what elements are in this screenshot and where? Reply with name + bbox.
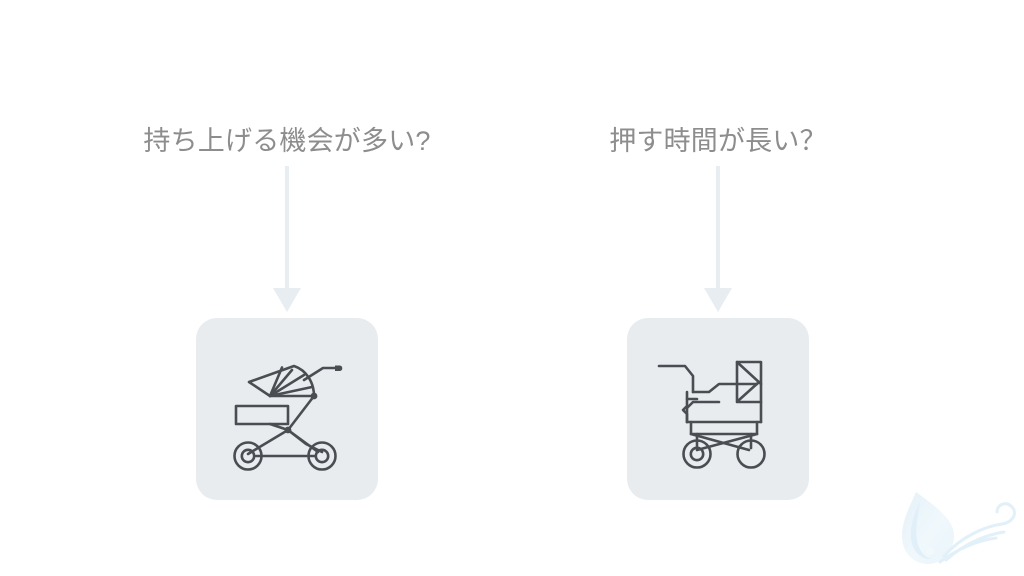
down-arrow-icon-2 — [698, 166, 738, 314]
stroller-pushchair-icon — [233, 364, 343, 471]
stroller-pram-icon — [657, 360, 766, 469]
down-arrow-icon-1 — [267, 166, 307, 314]
choice-column-2: 押す時間が長い？ — [568, 0, 868, 576]
water-droplet-leaf-watermark — [898, 478, 1022, 576]
icon-card-2[interactable] — [627, 318, 809, 500]
icon-card-1[interactable] — [196, 318, 378, 500]
question-caption-2: 押す時間が長い？ — [609, 126, 827, 156]
question-caption-1: 持ち上げる機会が多い? — [143, 126, 431, 156]
choice-column-1: 持ち上げる機会が多い? — [137, 0, 437, 576]
